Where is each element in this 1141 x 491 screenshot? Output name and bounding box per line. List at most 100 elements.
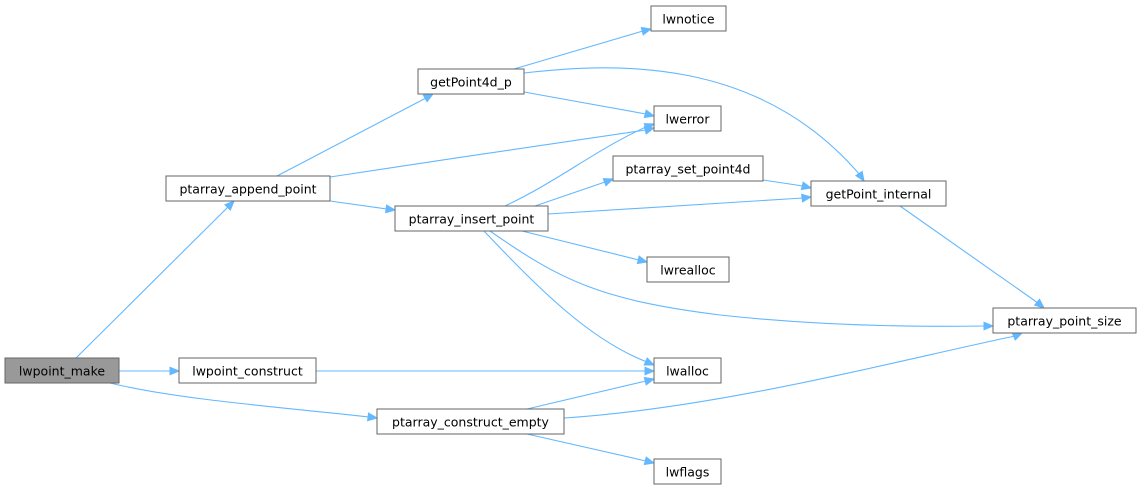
edge-ptarray_insert_point-to-lwerror bbox=[504, 123, 656, 207]
edge-line bbox=[899, 205, 1039, 304]
node-lwrealloc[interactable]: lwrealloc bbox=[646, 256, 730, 283]
edge-ptarray_insert_point-to-lwalloc bbox=[483, 230, 656, 366]
node-getPoint-internal[interactable]: getPoint_internal bbox=[810, 180, 947, 207]
node-ptarray-set-point4d[interactable]: ptarray_set_point4d bbox=[612, 155, 764, 182]
edge-line bbox=[75, 205, 230, 359]
node-label: getPoint4d_p bbox=[430, 75, 512, 90]
arrowhead bbox=[643, 123, 656, 132]
node-box bbox=[417, 68, 525, 95]
arrowhead bbox=[602, 178, 615, 187]
node-box bbox=[4, 357, 120, 384]
edges-layer bbox=[75, 26, 1045, 466]
edge-lwpoint_make-to-ptarray_construct_empty bbox=[109, 382, 379, 422]
arrowhead bbox=[800, 181, 813, 191]
edge-getPoint4d_p-to-getPoint_internal bbox=[523, 67, 865, 183]
node-label: ptarray_construct_empty bbox=[392, 415, 550, 430]
node-lwpoint-construct[interactable]: lwpoint_construct bbox=[178, 357, 317, 384]
node-ptarray-construct-empty[interactable]: ptarray_construct_empty bbox=[376, 408, 565, 435]
node-lwalloc[interactable]: lwalloc bbox=[653, 357, 722, 384]
edge-getPoint_internal-to-ptarray_point_size bbox=[899, 205, 1045, 309]
nodes-layer: lwpoint_make ptarray_append_point lwpoint_… bbox=[4, 5, 1137, 485]
edge-line bbox=[523, 91, 647, 115]
arrowhead bbox=[169, 366, 181, 376]
node-label: lwflags bbox=[666, 465, 710, 480]
node-label: ptarray_set_point4d bbox=[626, 162, 751, 177]
edge-ptarray_construct_empty-to-lwalloc bbox=[526, 376, 656, 410]
node-box bbox=[992, 307, 1137, 334]
node-lwflags[interactable]: lwflags bbox=[653, 458, 722, 485]
node-ptarray-point-size[interactable]: ptarray_point_size bbox=[992, 307, 1137, 334]
arrowhead bbox=[1011, 332, 1024, 341]
arrowhead bbox=[643, 357, 656, 366]
edge-line bbox=[526, 380, 647, 410]
node-box bbox=[165, 175, 331, 202]
node-box bbox=[653, 458, 722, 485]
node-box bbox=[653, 105, 722, 132]
node-box bbox=[612, 155, 764, 182]
edge-lwpoint_make-to-ptarray_append_point bbox=[75, 200, 235, 359]
edge-getPoint4d_p-to-lwnotice bbox=[513, 26, 653, 70]
arrowhead bbox=[854, 170, 865, 183]
node-box bbox=[810, 180, 947, 207]
edge-ptarray_append_point-to-getPoint4d_p bbox=[276, 93, 435, 177]
arrowhead bbox=[643, 456, 656, 466]
node-box bbox=[376, 408, 565, 435]
arrowhead bbox=[640, 26, 653, 36]
edge-line bbox=[276, 97, 427, 177]
node-label: lwnotice bbox=[662, 12, 715, 27]
node-label: ptarray_append_point bbox=[179, 182, 316, 197]
arrowhead bbox=[1033, 298, 1045, 309]
arrowhead bbox=[636, 255, 649, 265]
node-label: lwpoint_construct bbox=[192, 364, 303, 379]
edge-ptarray_construct_empty-to-ptarray_point_size bbox=[563, 332, 1024, 419]
node-label: lwalloc bbox=[666, 364, 709, 379]
arrowhead bbox=[367, 412, 379, 422]
edge-line bbox=[762, 179, 804, 187]
edge-line bbox=[513, 30, 644, 70]
edge-ptarray_append_point-to-lwerror bbox=[329, 125, 656, 178]
node-box bbox=[178, 357, 317, 384]
arrowhead bbox=[643, 109, 656, 119]
arrowhead bbox=[983, 321, 995, 331]
edge-line bbox=[109, 382, 370, 418]
edge-ptarray_set_point4d-to-getPoint_internal bbox=[762, 179, 813, 191]
edge-lwpoint_construct-to-lwalloc bbox=[316, 366, 656, 376]
node-lwpoint-make: lwpoint_make bbox=[4, 357, 120, 384]
node-label: lwpoint_make bbox=[19, 364, 105, 379]
edge-ptarray_insert_point-to-ptarray_point_size bbox=[489, 230, 995, 331]
edge-line bbox=[489, 230, 986, 327]
node-box bbox=[646, 256, 730, 283]
edge-line bbox=[523, 67, 861, 176]
arrowhead bbox=[644, 366, 656, 376]
node-lwnotice[interactable]: lwnotice bbox=[650, 5, 727, 32]
node-label: ptarray_point_size bbox=[1007, 314, 1122, 329]
edge-lwpoint_make-to-lwpoint_construct bbox=[119, 366, 181, 376]
edge-getPoint4d_p-to-lwerror bbox=[523, 91, 656, 119]
edge-line bbox=[526, 433, 647, 462]
arrowhead bbox=[224, 200, 235, 211]
node-label: lwrealloc bbox=[660, 263, 716, 278]
node-box bbox=[653, 357, 722, 384]
edge-line bbox=[563, 335, 1016, 419]
edge-line bbox=[521, 230, 640, 261]
edge-line bbox=[504, 126, 647, 207]
node-lwerror[interactable]: lwerror bbox=[653, 105, 722, 132]
edge-ptarray_insert_point-to-lwrealloc bbox=[521, 230, 649, 265]
node-label: getPoint_internal bbox=[826, 187, 932, 202]
edge-ptarray_append_point-to-ptarray_insert_point bbox=[329, 200, 397, 214]
edge-ptarray_insert_point-to-getPoint_internal bbox=[547, 193, 813, 215]
node-box bbox=[650, 5, 727, 32]
node-getPoint4d-p[interactable]: getPoint4d_p bbox=[417, 68, 525, 95]
edge-line bbox=[547, 197, 804, 215]
edge-line bbox=[329, 200, 388, 210]
edge-line bbox=[534, 181, 606, 207]
edge-line bbox=[329, 129, 647, 178]
arrowhead bbox=[385, 204, 397, 214]
edge-line bbox=[483, 230, 648, 363]
node-label: lwerror bbox=[666, 112, 711, 127]
arrowhead bbox=[801, 193, 813, 203]
node-label: ptarray_insert_point bbox=[409, 212, 535, 227]
node-ptarray-append-point[interactable]: ptarray_append_point bbox=[165, 175, 331, 202]
node-ptarray-insert-point[interactable]: ptarray_insert_point bbox=[394, 205, 549, 232]
